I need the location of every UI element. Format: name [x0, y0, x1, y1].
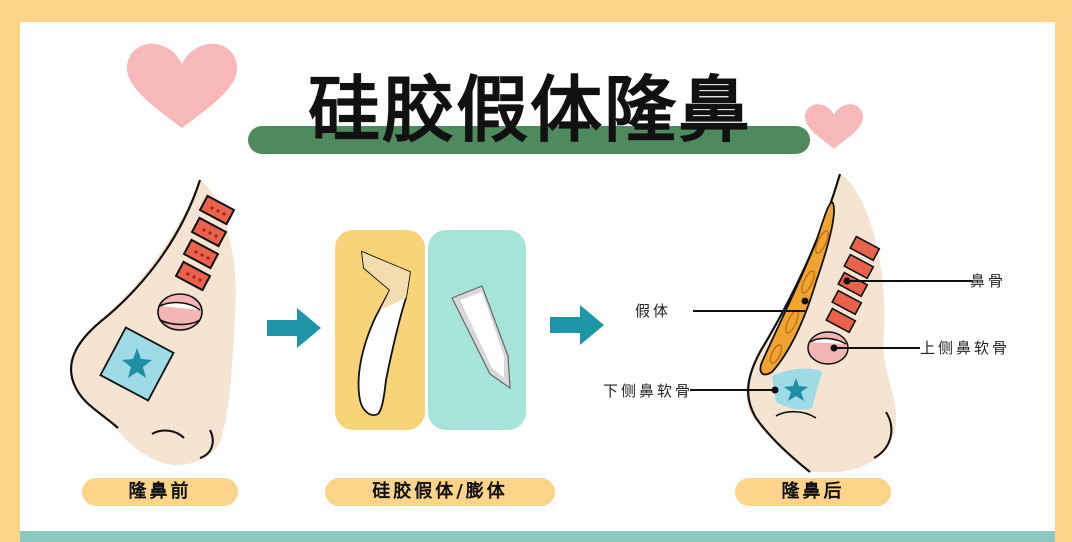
label-implant: 假体 [635, 302, 672, 320]
nose-before-diagram [69, 179, 236, 466]
label-before: 隆鼻前 [82, 478, 238, 506]
title-underline-bar [248, 126, 810, 154]
heart-icon [805, 104, 863, 149]
silicone-implant-shape [357, 250, 411, 416]
eptfe-implant-shape [451, 285, 511, 390]
annotation-leaders [690, 280, 972, 391]
bottom-strip [20, 531, 1055, 542]
label-nasal-bone: 鼻骨 [970, 272, 1007, 290]
heart-icon [127, 43, 237, 128]
label-lower-lateral-cartilage: 下侧鼻软骨 [603, 382, 694, 400]
arrow-right-icon [550, 305, 604, 345]
label-after: 隆鼻后 [735, 478, 891, 506]
infographic-panel: 硅胶假体隆鼻 [20, 22, 1055, 542]
page-title: 硅胶假体隆鼻 [307, 68, 752, 152]
nose-after-diagram [746, 173, 897, 473]
arrow-right-icon [267, 308, 321, 348]
label-upper-lateral-cartilage: 上侧鼻软骨 [920, 339, 1011, 357]
label-implant-type: 硅胶假体/膨体 [325, 478, 555, 506]
